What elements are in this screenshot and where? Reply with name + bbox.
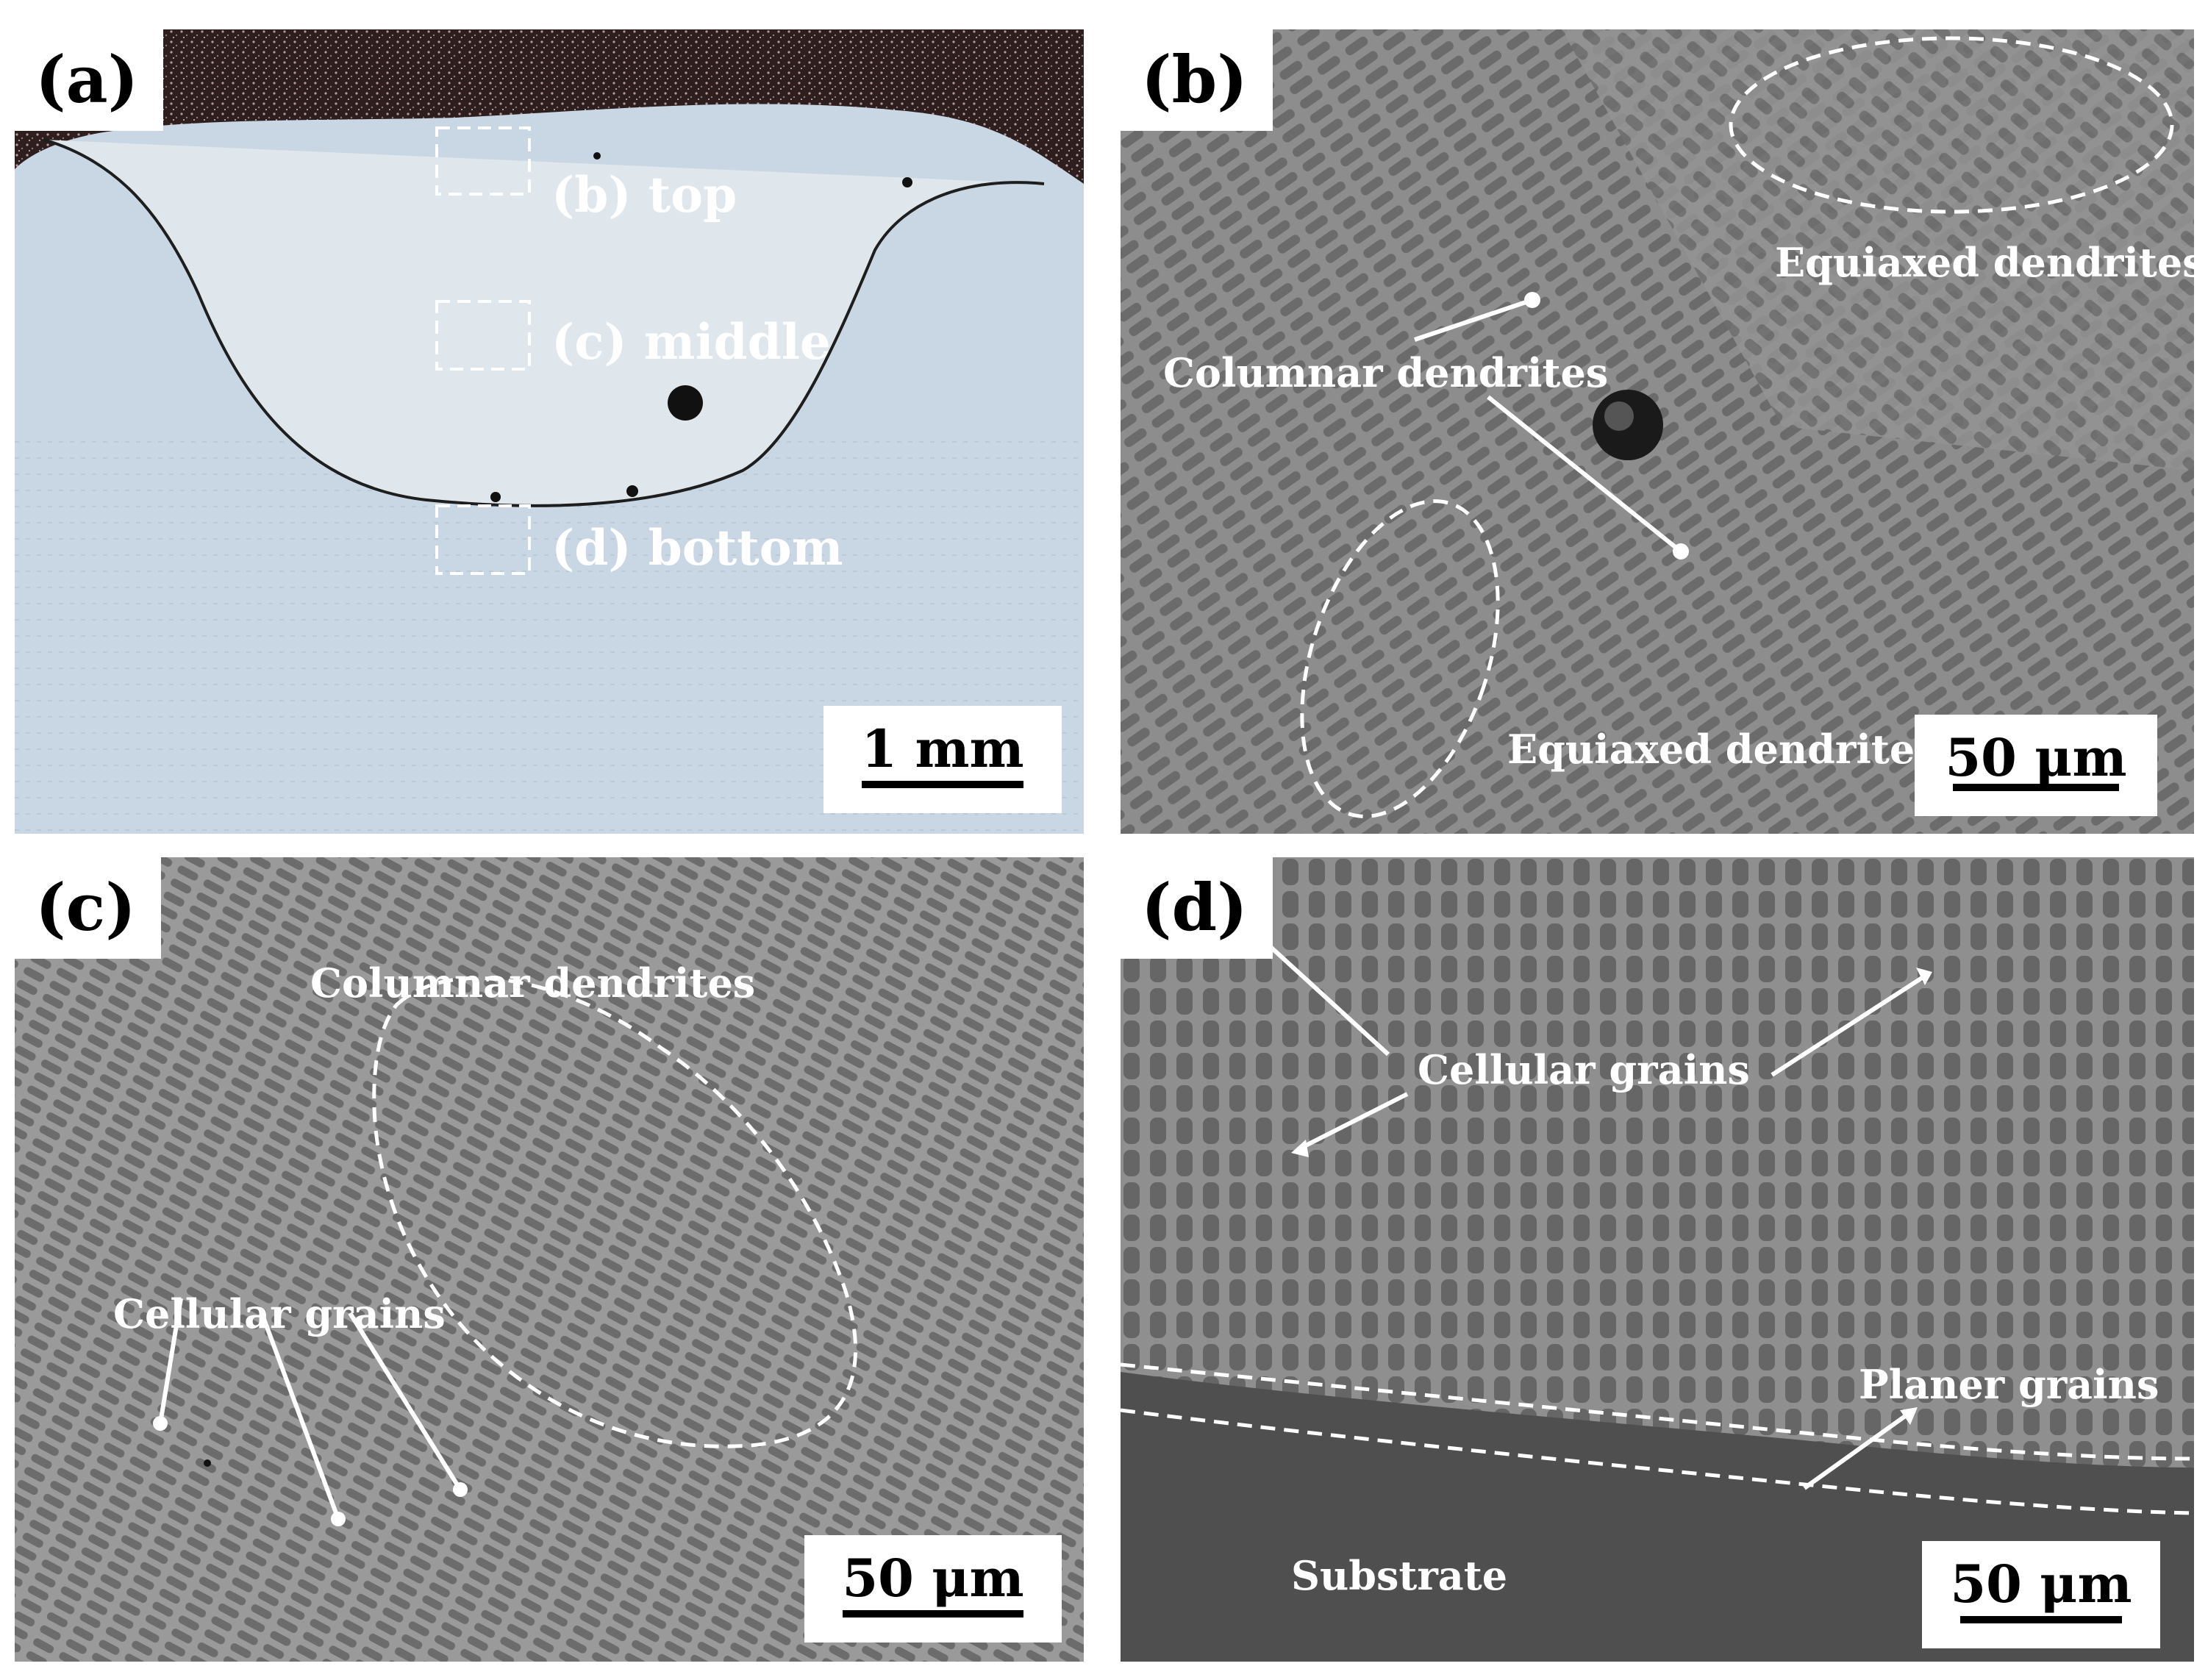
label-columnar-dendrites: Columnar dendrites	[1163, 349, 1609, 396]
region-box-middle	[435, 300, 531, 371]
panel-d-sem-bottom: (d) Cellular grains Planer grains Substr…	[1121, 857, 2194, 1662]
panel-letter-a: (a)	[15, 29, 164, 131]
region-box-top	[435, 126, 531, 196]
label-region-bottom: (d) bottom	[551, 519, 843, 576]
scalebar-b-bar	[1953, 784, 2119, 791]
scalebar-d-text: 50 μm	[1950, 1554, 2132, 1615]
label-equiaxed-bottom: Equiaxed dendrites	[1507, 726, 1937, 773]
label-equiaxed-top: Equiaxed dendrites	[1775, 239, 2194, 286]
boundary-line-lower	[1121, 1408, 2194, 1515]
panel-letter-d: (d)	[1121, 857, 1273, 959]
label-cellular-grains-c: Cellular grains	[113, 1290, 446, 1337]
panel-a-optical-micrograph: (a) (b) top (c) middle (d) bottom 1 mm	[15, 29, 1084, 834]
label-region-middle: (c) middle	[551, 313, 831, 371]
sem-image-b	[1121, 29, 2194, 834]
label-planer-grains: Planer grains	[1859, 1361, 2159, 1408]
scalebar-a-bar	[862, 781, 1023, 788]
panel-c-sem-middle: (c) Columnar dendrites Cellular grains 5…	[15, 857, 1084, 1662]
panel-letter-b: (b)	[1121, 29, 1273, 131]
scalebar-a: 1 mm	[823, 706, 1062, 813]
sem-image-c	[15, 857, 1084, 1662]
label-columnar-dendrites-c: Columnar dendrites	[310, 959, 756, 1007]
scalebar-a-text: 1 mm	[861, 718, 1024, 779]
scalebar-c: 50 μm	[804, 1535, 1062, 1643]
equiaxed-region-top	[1729, 36, 2174, 214]
scalebar-d-bar	[1960, 1616, 2122, 1623]
columnar-region-c	[372, 976, 857, 1448]
panel-letter-c: (c)	[15, 857, 161, 959]
scalebar-b: 50 μm	[1915, 715, 2157, 816]
scalebar-c-bar	[843, 1610, 1023, 1618]
region-box-bottom	[435, 504, 531, 575]
optical-image-a	[15, 29, 1084, 834]
equiaxed-region-bottom	[1300, 499, 1500, 818]
scalebar-c-text: 50 μm	[842, 1548, 1024, 1609]
scalebar-b-text: 50 μm	[1945, 727, 2127, 788]
panel-b-sem-top: (b) Equiaxed dendrites Columnar dendrite…	[1121, 29, 2194, 834]
label-cellular-grains-d: Cellular grains	[1418, 1046, 1750, 1093]
label-substrate: Substrate	[1291, 1552, 1508, 1599]
scalebar-d: 50 μm	[1922, 1541, 2160, 1648]
label-region-top: (b) top	[551, 166, 737, 224]
boundary-line-upper	[1121, 1362, 2194, 1461]
